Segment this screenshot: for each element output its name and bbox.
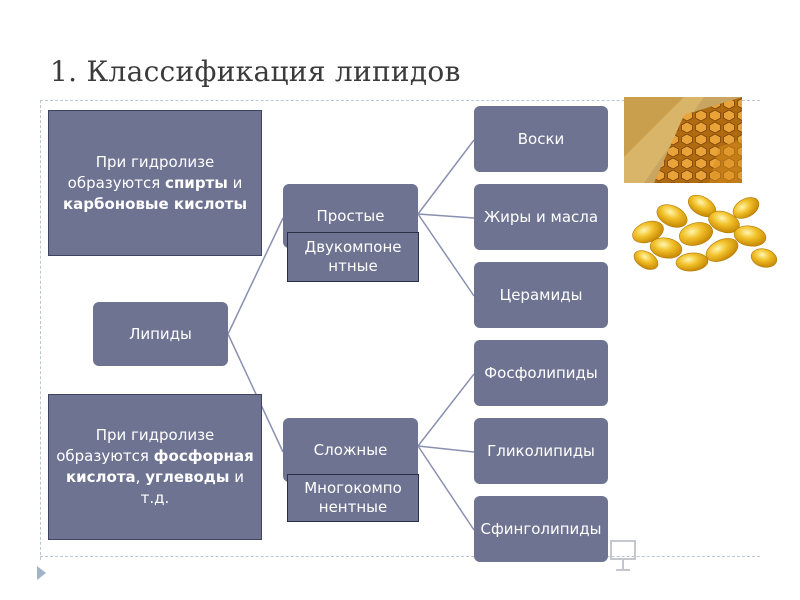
leaf-phospholipids-label: Фосфолипиды (484, 363, 598, 382)
connector-simple-fats (417, 213, 475, 219)
oil-capsules-image (632, 194, 778, 272)
root-node-lipids: Липиды (93, 302, 228, 366)
complex-hydrolysis-note: При гидролизе образуются фосфорная кисло… (48, 394, 262, 540)
leaf-glycolipids-label: Гликолипиды (487, 441, 595, 460)
connector-root-simple (227, 217, 284, 335)
connector-complex-glyco (417, 445, 475, 453)
leaf-ceramides-label: Церамиды (499, 285, 583, 304)
node-simple-tag-label: Двукомпоне нтные (304, 237, 402, 276)
complex-note-text: При гидролизе образуются (56, 426, 215, 465)
node-simple-tag: Двукомпоне нтные (287, 232, 419, 282)
presentation-icon (610, 540, 636, 571)
simple-note-alcohols: спирты (165, 173, 228, 192)
connector-simple-waxes (417, 139, 475, 215)
connector-simple-ceramides (417, 213, 475, 297)
connector-root-complex (227, 333, 284, 453)
leaf-fats-oils: Жиры и масла (474, 184, 608, 250)
bottom-divider (40, 556, 760, 557)
simple-hydrolysis-note: При гидролизе образуются спирты и карбон… (48, 110, 262, 256)
complex-note-etc: и т.д. (140, 468, 245, 507)
leaf-sphingolipids-label: Сфинголипиды (480, 519, 602, 538)
simple-note-and: и (227, 173, 243, 192)
complex-note-comma: , (135, 468, 146, 486)
node-complex-tag: Многокомпо нентные (287, 474, 419, 522)
top-divider (40, 100, 760, 101)
leaf-waxes: Воски (474, 106, 608, 172)
left-divider (40, 100, 41, 560)
connector-complex-sphingo (417, 445, 475, 531)
honeycomb-image (624, 97, 742, 183)
leaf-phospholipids: Фосфолипиды (474, 340, 608, 406)
node-simple-label: Простые (316, 207, 385, 225)
slide-title: 1. Классификация липидов (50, 55, 461, 88)
leaf-glycolipids: Гликолипиды (474, 418, 608, 484)
slide-corner-chevron-icon (37, 566, 46, 580)
leaf-ceramides: Церамиды (474, 262, 608, 328)
connector-complex-phospho (417, 373, 475, 447)
root-node-label: Липиды (129, 324, 192, 343)
node-complex-label: Сложные (313, 441, 388, 459)
node-complex: Сложные (283, 418, 418, 482)
node-complex-tag-label: Многокомпо нентные (304, 478, 402, 517)
complex-note-carbs: углеводы (145, 468, 230, 486)
leaf-sphingolipids: Сфинголипиды (474, 496, 608, 562)
leaf-waxes-label: Воски (517, 129, 565, 148)
complex-note-phosphoric: фосфорная кислота (65, 447, 254, 486)
watermark-logo (608, 538, 638, 572)
simple-note-text: При гидролизе образуются (67, 152, 215, 192)
leaf-fats-oils-label: Жиры и масла (483, 207, 599, 226)
simple-note-acids: карбоновые кислоты (62, 194, 248, 213)
